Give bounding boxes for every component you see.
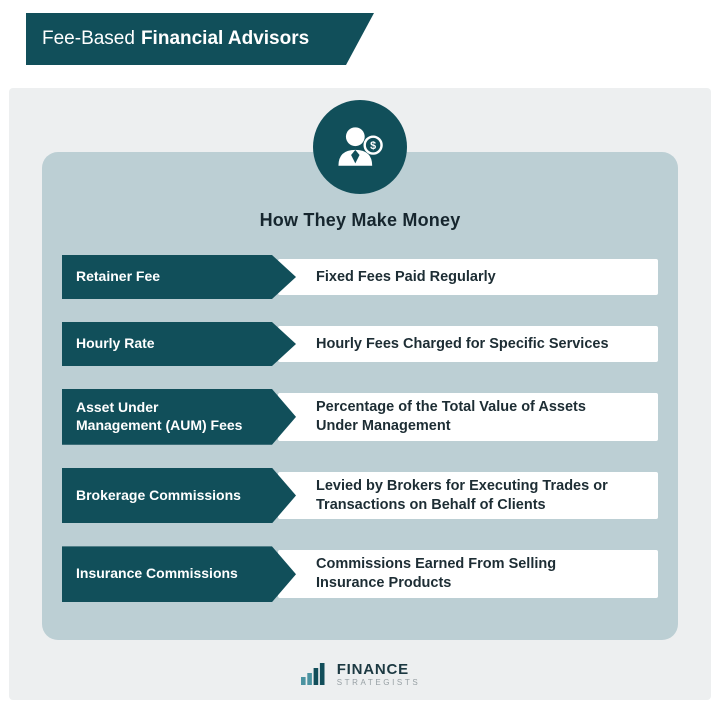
- brand-logo: FINANCE STRATEGISTS: [0, 662, 720, 687]
- advisor-with-dollar-icon: $: [313, 100, 407, 194]
- fee-row-hourly: Hourly Rate Hourly Fees Charged for Spec…: [62, 322, 658, 366]
- fee-row-insurance: Insurance Commissions Commissions Earned…: [62, 546, 658, 602]
- brand-subtitle: STRATEGISTS: [336, 677, 421, 687]
- fee-description: Fixed Fees Paid Regularly: [278, 259, 658, 295]
- fee-label-arrow: Brokerage Commissions: [62, 468, 296, 524]
- fee-label-arrow: Asset Under Management (AUM) Fees: [62, 389, 296, 445]
- brand-text: FINANCE STRATEGISTS: [337, 662, 421, 687]
- header-ribbon: Fee-Based Financial Advisors: [26, 13, 374, 65]
- fee-label-arrow: Hourly Rate: [62, 322, 296, 366]
- fee-description: Hourly Fees Charged for Specific Service…: [278, 326, 658, 362]
- chart-bars-icon: [300, 663, 325, 686]
- section-title: How They Make Money: [259, 210, 461, 230]
- content-card: $ How They Make Money Retainer Fee Fixed…: [42, 100, 678, 640]
- brand-name: FINANCE: [336, 660, 409, 678]
- fee-description: Percentage of the Total Value of Assets …: [278, 393, 658, 441]
- fee-row-brokerage: Brokerage Commissions Levied by Brokers …: [62, 468, 658, 524]
- fee-row-aum: Asset Under Management (AUM) Fees Percen…: [62, 389, 658, 445]
- fee-description: Commissions Earned From Selling Insuranc…: [278, 550, 658, 599]
- fee-row-retainer: Retainer Fee Fixed Fees Paid Regularly: [62, 255, 658, 299]
- fee-rows: Retainer Fee Fixed Fees Paid Regularly H…: [42, 231, 678, 602]
- fee-label-arrow: Insurance Commissions: [62, 546, 296, 602]
- dollar-sign-icon: $: [370, 140, 376, 152]
- header-title-bold: Financial Advisors: [140, 28, 310, 49]
- fee-description: Levied by Brokers for Executing Trades o…: [278, 471, 658, 520]
- header-title-prefix: Fee-Based: [42, 28, 135, 49]
- fee-label-arrow: Retainer Fee: [62, 255, 296, 299]
